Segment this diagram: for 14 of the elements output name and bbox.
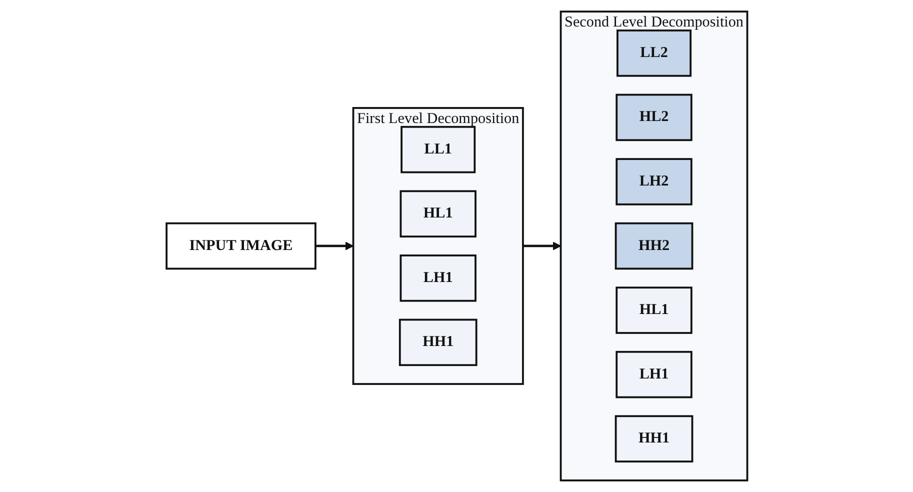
node-box: HL2 <box>615 94 692 142</box>
node-box: LH1 <box>615 350 692 398</box>
node-box: HH2 <box>614 222 693 270</box>
node-box: HH1 <box>398 318 477 366</box>
arrow <box>315 242 354 250</box>
node-box: HL1 <box>615 286 692 334</box>
node-box: INPUT IMAGE <box>165 222 316 270</box>
node-box: LL1 <box>400 126 476 174</box>
node-box: LH1 <box>399 254 476 302</box>
node-box: LL2 <box>616 30 692 77</box>
node-box: HL1 <box>399 190 476 238</box>
node-box: HH1 <box>614 415 693 462</box>
node-box: LH2 <box>615 158 692 206</box>
arrow <box>522 242 561 250</box>
